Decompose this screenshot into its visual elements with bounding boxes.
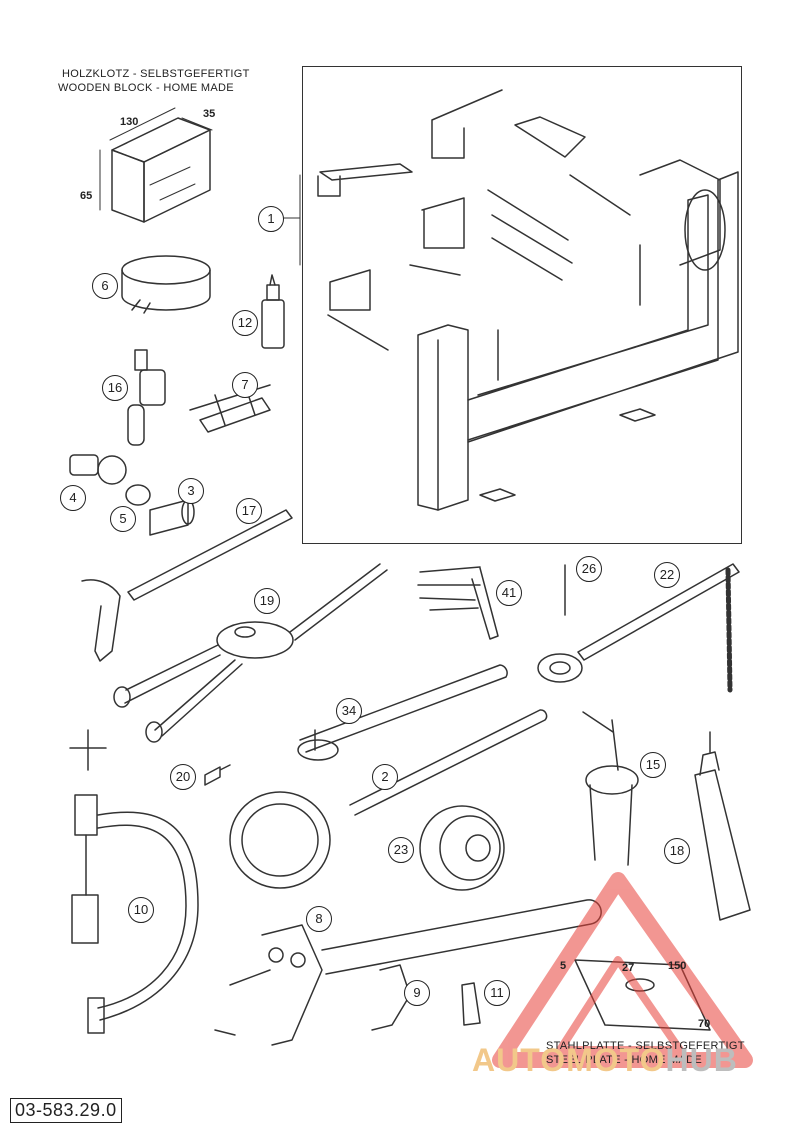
block-dim-height: 65 (80, 190, 93, 202)
callout-7: 7 (232, 372, 258, 398)
wooden-block-drawing (99, 107, 213, 223)
callout-23: 23 (388, 837, 414, 863)
steel-plate-title-de: STAHLPLATTE - SELBSTGEFERTIGT (546, 1040, 745, 1052)
callout-26: 26 (576, 556, 602, 582)
tool-11-drawing (461, 982, 481, 1026)
watermark-part2: HUB (665, 1042, 738, 1078)
plate-dim-width: 70 (698, 1018, 711, 1030)
callout-12: 12 (232, 310, 258, 336)
callout-16: 16 (102, 375, 128, 401)
callout-8: 8 (306, 906, 332, 932)
bushing-drawing (69, 454, 195, 536)
puller-16-drawing (127, 349, 166, 446)
holding-bar-8-drawing (214, 899, 602, 1046)
tool-19-drawing (113, 563, 388, 743)
threebond-tube-drawing (694, 731, 751, 921)
callout-15: 15 (640, 752, 666, 778)
tool-34-drawing (297, 664, 508, 761)
callout-3: 3 (178, 478, 204, 504)
callout-4: 4 (60, 485, 86, 511)
ring-tool-drawing (121, 255, 211, 314)
bottle-drawing (261, 274, 285, 349)
callout-9: 9 (404, 980, 430, 1006)
flywheel-puller-drawing (419, 805, 505, 891)
callout-17: 17 (236, 498, 262, 524)
clamp-10-drawing (69, 729, 199, 1034)
document-number: 03-583.29.0 (10, 1098, 122, 1123)
chain-wrench-drawing (537, 563, 740, 693)
engine-stand-drawing (317, 89, 739, 511)
wooden-block-title-en: WOODEN BLOCK - HOME MADE (58, 82, 234, 94)
fork-wrench-17-drawing (81, 509, 293, 662)
callout-19: 19 (254, 588, 280, 614)
callout-1: 1 (258, 206, 284, 232)
wooden-block-title-de: HOLZKLOTZ - SELBSTGEFERTIGT (62, 68, 250, 80)
callout-41: 41 (496, 580, 522, 606)
holder-2-drawing (229, 709, 548, 889)
leader-lines (283, 174, 301, 266)
callout-2: 2 (372, 764, 398, 790)
steel-plate-title-en: STEEL PLATE - HOME MADE (546, 1054, 703, 1066)
callout-34: 34 (336, 698, 362, 724)
callout-11: 11 (484, 980, 510, 1006)
callout-10: 10 (128, 897, 154, 923)
callout-5: 5 (110, 506, 136, 532)
puller-15-drawing (582, 711, 639, 866)
callout-18: 18 (664, 838, 690, 864)
tool-7-drawing (189, 384, 271, 433)
plate-dim-hole: 27 (622, 962, 635, 974)
plate-dim-thickness: 5 (560, 960, 567, 972)
block-dim-width: 35 (203, 108, 216, 120)
callout-20: 20 (170, 764, 196, 790)
watermark-triangle (492, 872, 753, 1068)
engine-stand-frame (302, 66, 742, 544)
plate-dim-length: 150 (668, 960, 687, 972)
bolt-20-drawing (204, 764, 231, 786)
callout-22: 22 (654, 562, 680, 588)
watermark-text: AUTOMOTOHUB (472, 1042, 738, 1079)
watermark-part1: AUTOMOTO (472, 1042, 666, 1078)
callout-6: 6 (92, 273, 118, 299)
block-dim-length: 130 (120, 116, 139, 128)
hex-key-set-drawing (417, 566, 499, 640)
